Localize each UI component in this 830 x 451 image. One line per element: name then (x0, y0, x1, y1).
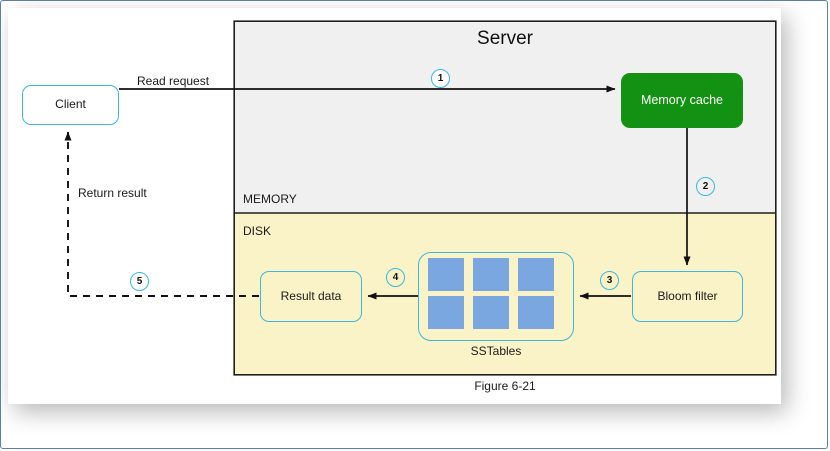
sstable-cell (428, 296, 464, 329)
step-badge-4: 4 (386, 268, 405, 287)
edge-label-return-result: Return result (78, 186, 147, 200)
sstable-cell (428, 258, 464, 291)
server-title: Server (477, 28, 533, 49)
node-result-data[interactable]: Result data (260, 271, 362, 322)
server-boundary (233, 20, 777, 376)
memory-region-label: MEMORY (243, 192, 297, 206)
node-bloom-filter[interactable]: Bloom filter (632, 271, 743, 322)
step-badge-3: 3 (600, 271, 619, 290)
node-sstables[interactable] (418, 252, 574, 341)
sstable-cell (473, 258, 509, 291)
arrow-step-5 (64, 131, 259, 297)
sstable-cell (473, 296, 509, 329)
sstable-cell (518, 258, 554, 291)
step-badge-2: 2 (696, 177, 715, 196)
disk-region (235, 213, 775, 374)
sstables-cell-grid (428, 258, 564, 335)
sstables-label: SSTables (470, 344, 522, 358)
node-client[interactable]: Client (22, 85, 119, 125)
edge-label-read-request: Read request (137, 74, 210, 88)
step-badge-5: 5 (130, 272, 149, 291)
sstable-cell (518, 296, 554, 329)
figure-caption: Figure 6-21 (474, 379, 536, 393)
node-memory-cache[interactable]: Memory cache (621, 73, 743, 128)
disk-region-label: DISK (243, 224, 272, 238)
step-badge-1: 1 (431, 69, 450, 88)
